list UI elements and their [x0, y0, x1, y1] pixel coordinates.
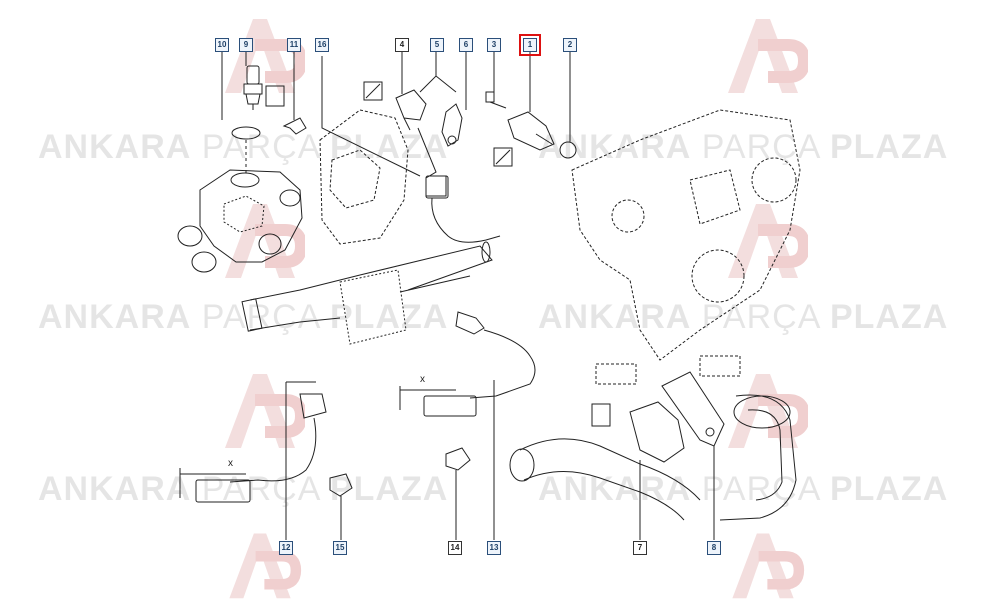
- callout-2[interactable]: 2: [563, 38, 577, 52]
- callout-5[interactable]: 5: [430, 38, 444, 52]
- part-11-clip: [282, 117, 307, 135]
- part-2-o-ring: [559, 141, 577, 159]
- part-8-bracket: [661, 371, 725, 540]
- part-4-sensor-body: [395, 89, 427, 131]
- timing-cover: [571, 109, 801, 361]
- engine-block-section: [319, 109, 409, 245]
- reference-icons: [265, 81, 611, 427]
- water-outlet-housing: [177, 169, 303, 273]
- part-13-lambda-probe: [423, 311, 536, 540]
- part-15-clip: [329, 473, 353, 497]
- callout-13[interactable]: 13: [487, 541, 501, 555]
- callout-14[interactable]: 14: [448, 541, 462, 555]
- part-1-sensor: [507, 111, 555, 151]
- callout-12[interactable]: 12: [279, 541, 293, 555]
- part-14-clip: [445, 447, 471, 471]
- part-16-wire: [321, 56, 421, 177]
- callout-9[interactable]: 9: [239, 38, 253, 52]
- sensor-connector: [425, 175, 449, 199]
- part-10-o-ring: [231, 126, 261, 140]
- part-3-bolt: [485, 91, 507, 109]
- callout-11[interactable]: 11: [287, 38, 301, 52]
- dimension-label-upper: x: [420, 374, 425, 385]
- reference-box-left: [595, 363, 637, 385]
- part-12-lambda-probe: [195, 381, 327, 540]
- part-7-sensor: [629, 401, 685, 540]
- dimension-x-lower: [179, 468, 246, 498]
- callout-16[interactable]: 16: [315, 38, 329, 52]
- callout-1-selected[interactable]: 1: [519, 34, 541, 56]
- air-hoses: [509, 394, 797, 521]
- exhaust-pipe-with-converter: [241, 241, 493, 345]
- callout-3[interactable]: 3: [487, 38, 501, 52]
- dimension-label-lower: x: [228, 458, 233, 469]
- callout-10[interactable]: 10: [215, 38, 229, 52]
- part-6-bracket: [441, 103, 463, 147]
- callout-15[interactable]: 15: [333, 541, 347, 555]
- callout-8[interactable]: 8: [707, 541, 721, 555]
- part-9-temperature-sensor: [243, 65, 263, 110]
- dimension-x-upper: [399, 386, 456, 410]
- callout-7[interactable]: 7: [633, 541, 647, 555]
- callout-6[interactable]: 6: [459, 38, 473, 52]
- callout-4[interactable]: 4: [395, 38, 409, 52]
- reference-box-right: [699, 355, 741, 377]
